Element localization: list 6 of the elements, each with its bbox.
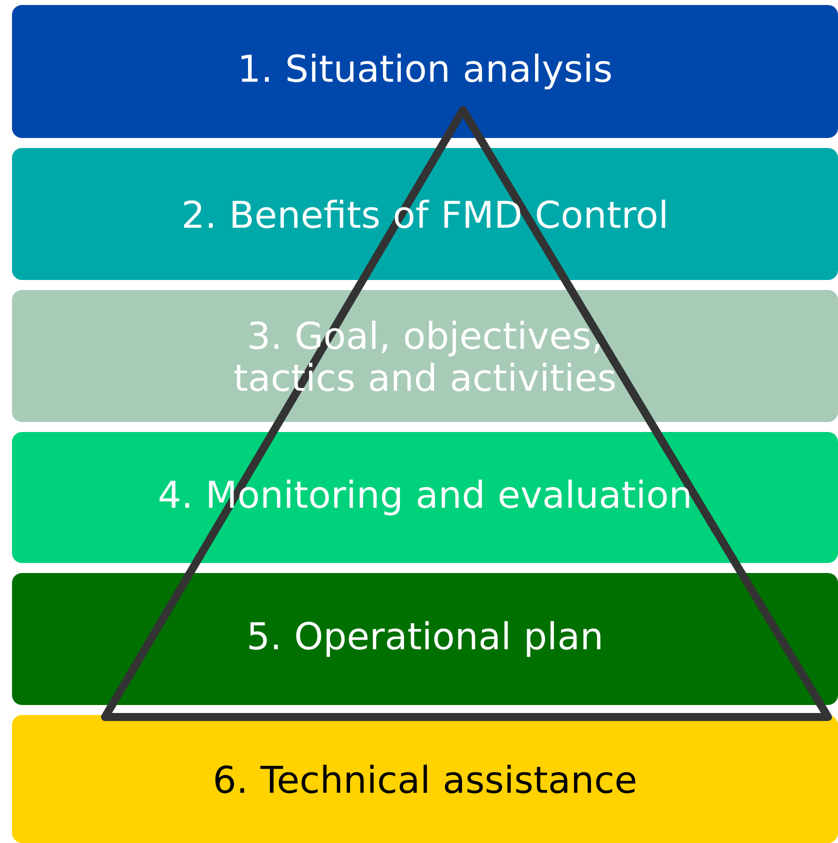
band-box: 5. Operational plan [12, 573, 838, 715]
node-label: 1. Situation analysis [242, 54, 611, 90]
band-box: 6. Technical assistance [12, 715, 838, 843]
band-box: 2. Benefits of FMD Control [12, 148, 838, 290]
node-label: 6. Technical assistance [215, 764, 636, 794]
band-box: 1. Situation analysis [12, 5, 838, 148]
